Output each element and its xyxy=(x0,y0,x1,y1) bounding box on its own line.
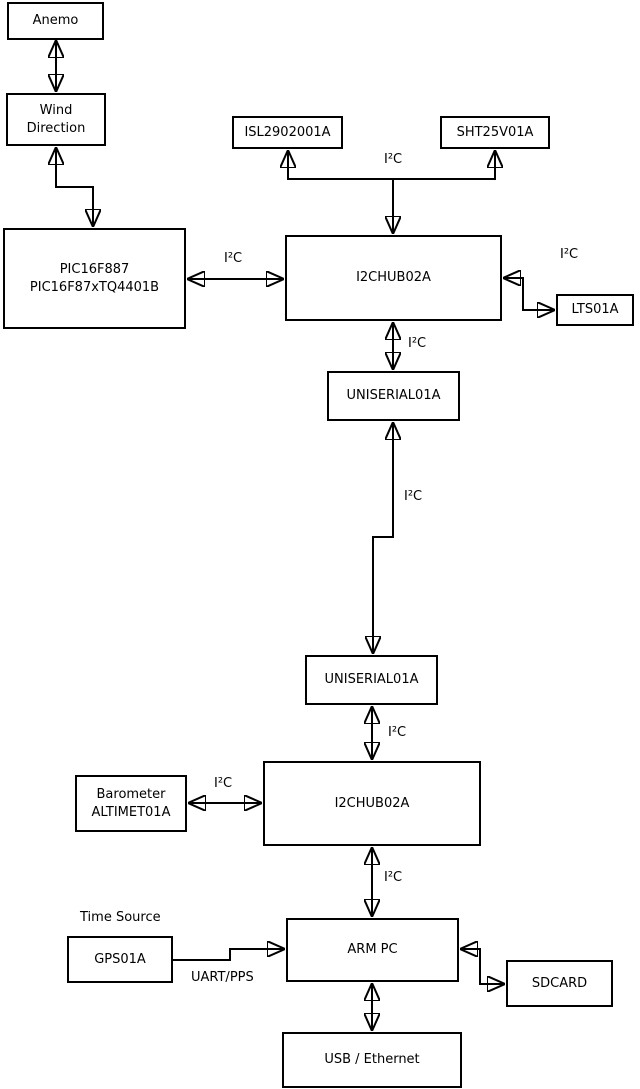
node-gps01a: GPS01A xyxy=(67,936,173,983)
node-anemo-label: Anemo xyxy=(32,13,79,29)
node-wind-direction-label: Wind Direction xyxy=(26,103,86,136)
edge-label-i2c-uniserial-hub2: I²C xyxy=(388,725,407,741)
edge-label-i2c-top-bus: I²C xyxy=(384,152,403,168)
edge-label-i2c-hub-uniserial: I²C xyxy=(408,336,427,352)
node-uniserial01a-top-label: UNISERIAL01A xyxy=(346,388,441,404)
node-lts01a: LTS01A xyxy=(556,294,634,326)
node-isl2902001a-label: ISL2902001A xyxy=(244,124,331,140)
node-gps01a-label: GPS01A xyxy=(94,951,146,967)
node-lts01a-label: LTS01A xyxy=(571,302,619,318)
edge-label-i2c-pic-hub: I²C xyxy=(224,251,243,267)
node-arm-pc-label: ARM PC xyxy=(347,942,398,958)
node-sht25v01a-label: SHT25V01A xyxy=(456,124,534,140)
node-sdcard: SDCARD xyxy=(506,960,613,1007)
node-i2chub02a-top: I2CHUB02A xyxy=(285,235,502,321)
node-uniserial01a-bottom: UNISERIAL01A xyxy=(305,655,438,705)
node-arm-pc: ARM PC xyxy=(286,918,459,982)
edge-label-i2c-hub2-armpc: I²C xyxy=(384,870,403,886)
connector-gps-armpc xyxy=(173,949,284,961)
node-pic16f887: PIC16F887 PIC16F87xTQ4401B xyxy=(3,228,186,329)
node-pic16f887-label: PIC16F887 PIC16F87xTQ4401B xyxy=(29,262,160,295)
edge-label-uart-pps: UART/PPS xyxy=(191,970,254,986)
node-anemo: Anemo xyxy=(7,2,104,40)
node-sdcard-label: SDCARD xyxy=(531,975,588,991)
connector-uniserial1-uniserial2 xyxy=(373,423,393,653)
node-uniserial01a-bottom-label: UNISERIAL01A xyxy=(324,672,419,688)
edge-label-i2c-hub-lts: I²C xyxy=(560,247,579,263)
node-usb-ethernet-label: USB / Ethernet xyxy=(324,1052,420,1068)
connector-wind-pic xyxy=(56,148,93,226)
node-barometer-altimet01a-label: Barometer ALTIMET01A xyxy=(91,787,171,820)
connector-armpc-sdcard xyxy=(461,949,504,984)
node-isl2902001a: ISL2902001A xyxy=(232,116,343,149)
edge-label-i2c-barometer: I²C xyxy=(214,776,233,792)
node-i2chub02a-bottom-label: I2CHUB02A xyxy=(334,795,410,811)
edge-label-time-source: Time Source xyxy=(80,910,161,926)
node-i2chub02a-top-label: I2CHUB02A xyxy=(356,270,431,286)
node-i2chub02a-bottom: I2CHUB02A xyxy=(263,761,481,846)
node-uniserial01a-top: UNISERIAL01A xyxy=(327,371,460,421)
node-usb-ethernet: USB / Ethernet xyxy=(282,1032,462,1088)
node-sht25v01a: SHT25V01A xyxy=(440,116,550,149)
connector-i2chub-lts xyxy=(504,278,554,310)
node-wind-direction: Wind Direction xyxy=(6,93,106,146)
edge-label-i2c-long-link: I²C xyxy=(404,489,423,505)
node-barometer-altimet01a: Barometer ALTIMET01A xyxy=(75,775,187,832)
